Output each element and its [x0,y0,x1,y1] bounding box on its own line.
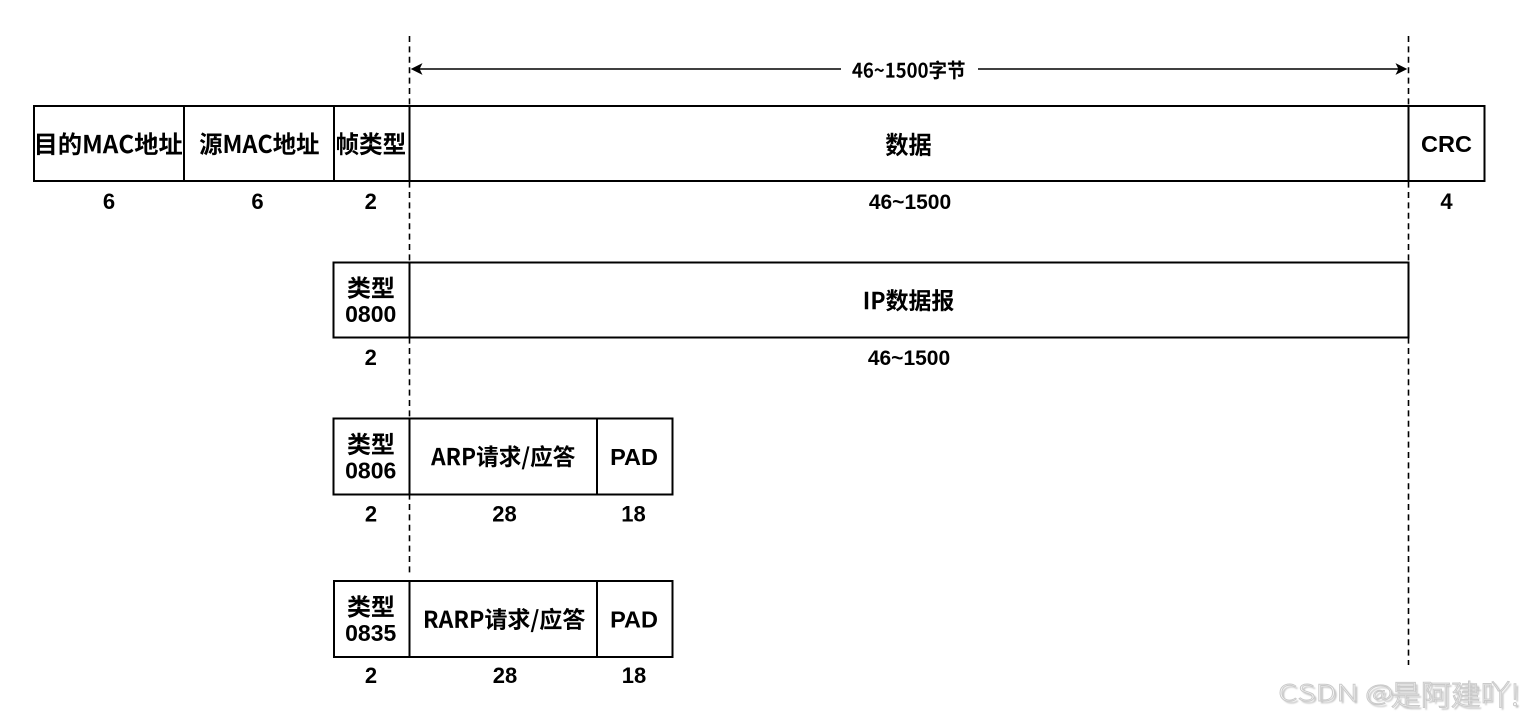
svg-text:CRC: CRC [1421,131,1472,157]
svg-text:2: 2 [365,189,377,214]
svg-text:28: 28 [492,502,516,527]
svg-text:4: 4 [1440,189,1453,214]
svg-text:18: 18 [621,502,645,527]
svg-text:6: 6 [251,189,263,214]
svg-text:2: 2 [365,502,377,527]
svg-text:18: 18 [622,663,646,688]
svg-text:46~1500: 46~1500 [868,347,950,370]
svg-text:0800: 0800 [345,301,396,327]
svg-text:2: 2 [365,663,377,688]
svg-text:6: 6 [103,189,115,214]
svg-text:PAD: PAD [610,444,658,470]
svg-text:28: 28 [493,663,517,688]
svg-text:PAD: PAD [610,607,658,633]
svg-text:2: 2 [365,345,377,370]
svg-text:0806: 0806 [345,457,396,483]
svg-text:0835: 0835 [345,620,396,646]
svg-text:46~1500: 46~1500 [869,191,951,214]
